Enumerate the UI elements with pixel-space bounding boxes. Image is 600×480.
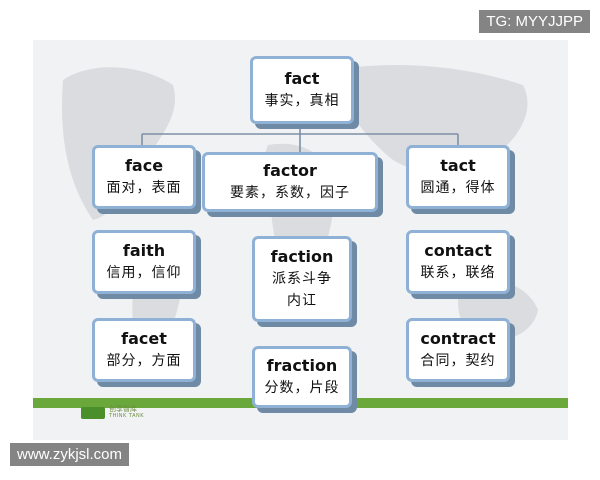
node-contact: contact 联系，联络	[406, 230, 510, 294]
node-fraction: fraction 分数，片段	[252, 346, 352, 408]
node-tact-meaning: 圆通，得体	[420, 180, 496, 196]
logo-text-cn: 创享智库	[109, 405, 137, 413]
node-tact-word: tact	[440, 156, 476, 175]
node-contract-meaning: 合同，契约	[420, 353, 496, 369]
node-fraction-word: fraction	[266, 356, 338, 375]
node-facet-meaning: 部分，方面	[106, 353, 182, 369]
node-facet: facet 部分，方面	[92, 318, 196, 382]
node-faith: faith 信用，信仰	[92, 230, 196, 294]
node-face-meaning: 面对，表面	[106, 180, 182, 196]
node-face-word: face	[124, 156, 164, 175]
node-fact: fact 事实，真相	[250, 56, 354, 124]
node-contact-word: contact	[424, 241, 492, 260]
think-tank-logo: 创享智库 THINK TANK	[81, 406, 144, 420]
logo-text-en: THINK TANK	[109, 413, 145, 419]
node-faction: faction 派系斗争 内讧	[252, 236, 352, 322]
watermark-top-right: TG: MYYJJPP	[479, 10, 590, 33]
node-factor-meaning: 要素，系数，因子	[230, 185, 350, 201]
node-factor-word: factor	[263, 161, 317, 180]
node-contract: contract 合同，契约	[406, 318, 510, 382]
node-facet-word: facet	[121, 329, 167, 348]
watermark-bottom-left: www.zykjsl.com	[10, 443, 130, 466]
node-face: face 面对，表面	[92, 145, 196, 209]
node-contact-meaning: 联系，联络	[420, 265, 496, 281]
node-tact: tact 圆通，得体	[406, 145, 510, 209]
node-faction-meaning: 派系斗争	[272, 271, 332, 287]
node-faction-meaning-line2: 内讧	[287, 293, 317, 309]
node-contract-word: contract	[420, 329, 496, 348]
node-faith-meaning: 信用，信仰	[106, 265, 182, 281]
node-fraction-meaning: 分数，片段	[264, 380, 340, 396]
logo-mark-icon	[81, 407, 105, 419]
node-fact-word: fact	[284, 69, 320, 88]
node-factor: factor 要素，系数，因子	[202, 152, 378, 212]
node-faction-word: faction	[270, 247, 334, 266]
node-faith-word: faith	[122, 241, 166, 260]
node-fact-meaning: 事实，真相	[264, 93, 340, 109]
